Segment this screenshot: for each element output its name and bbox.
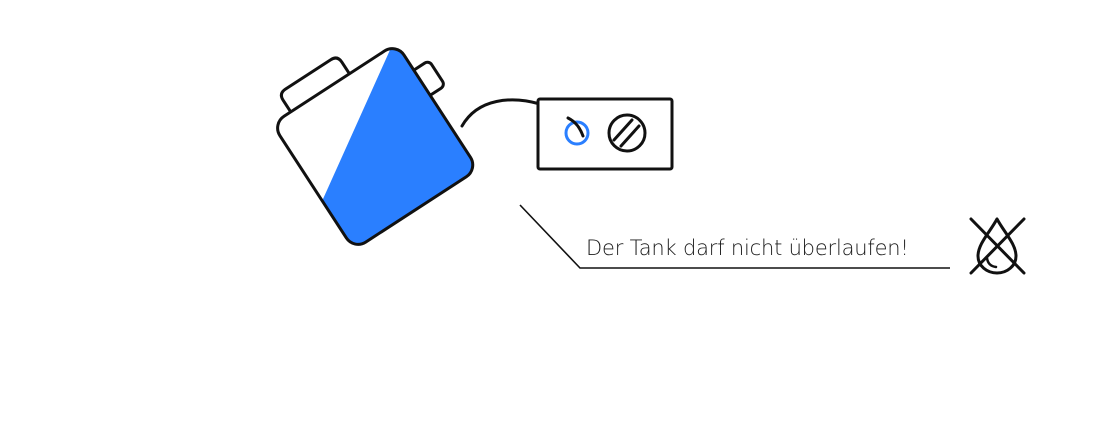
device-body xyxy=(538,99,672,169)
dial-knob-icon xyxy=(609,115,645,151)
control-panel-icon xyxy=(538,99,672,169)
warning-label: Der Tank darf nicht überlaufen! xyxy=(586,236,909,260)
water-tank-icon xyxy=(247,15,501,270)
no-water-overflow-icon xyxy=(971,219,1024,273)
